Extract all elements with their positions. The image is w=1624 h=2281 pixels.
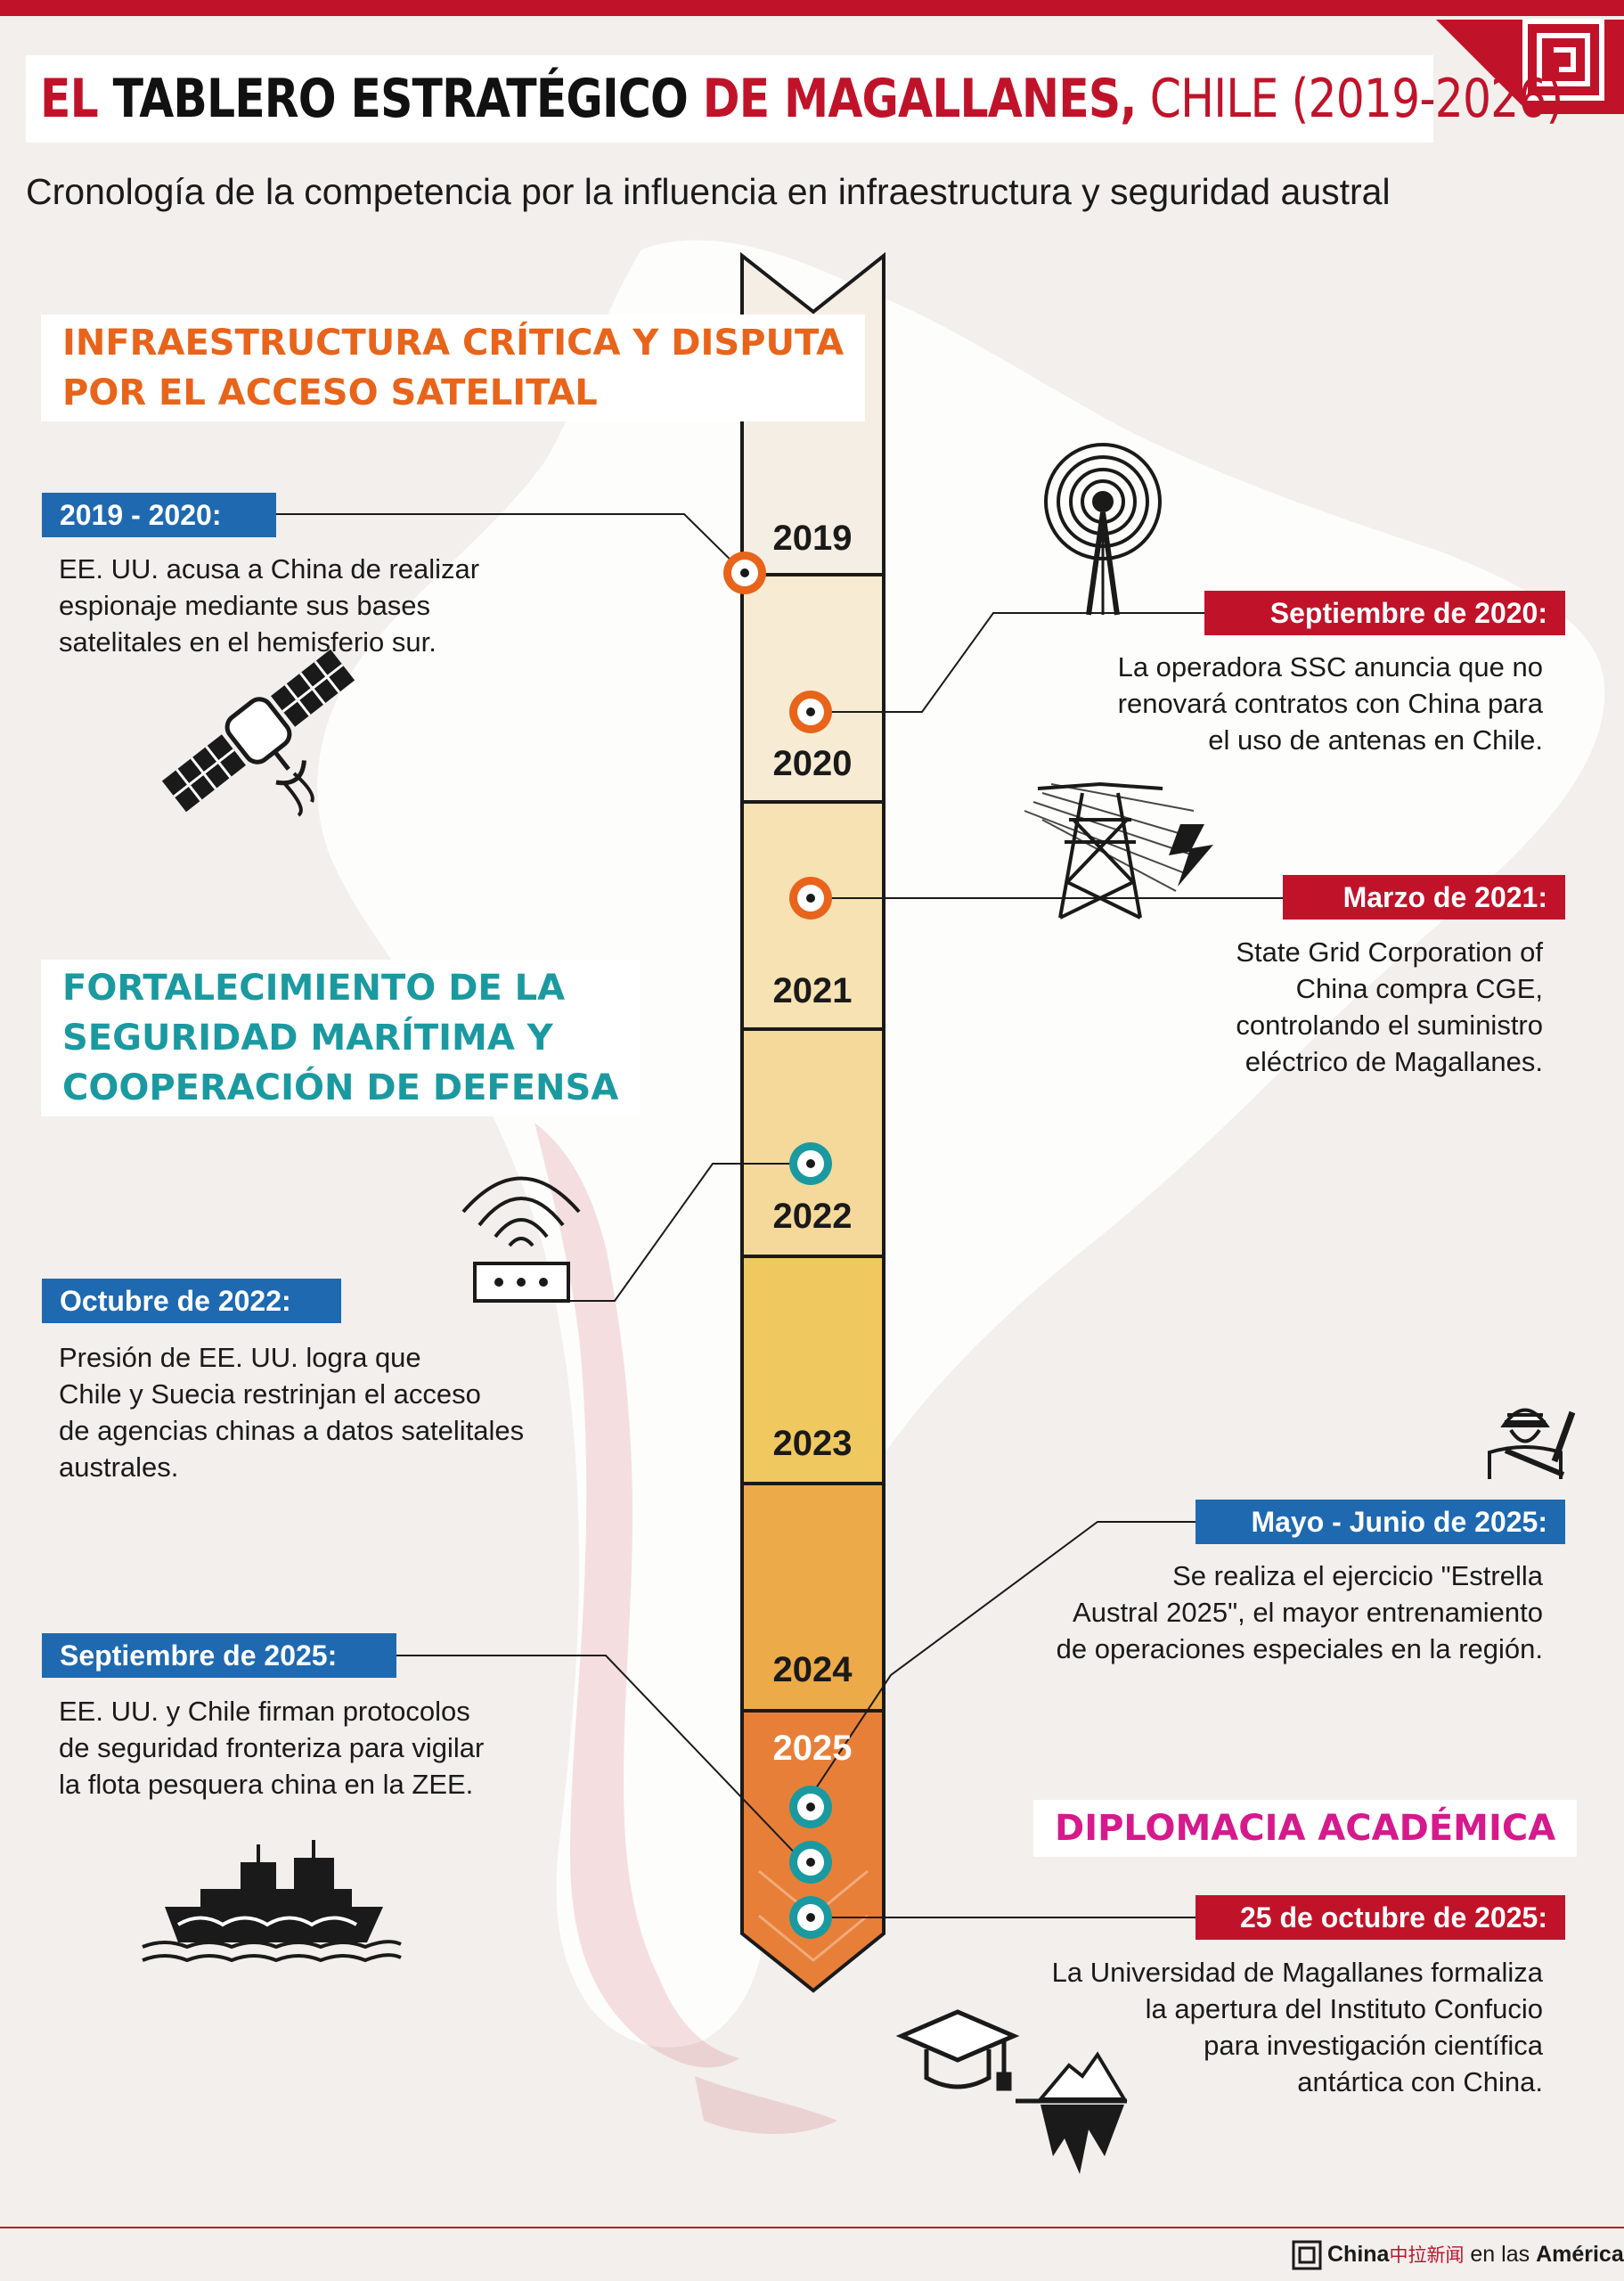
event-text-line: la apertura del Instituto Confucio	[1145, 1993, 1543, 2024]
event-text-line: La Universidad de Magallanes formaliza	[1051, 1957, 1543, 1988]
event-text-line: de seguridad fronteriza para vigilar	[59, 1732, 485, 1763]
graduation-cap-icon	[895, 2009, 1020, 2091]
event-text-oct-2025: La Universidad de Magallanes formaliza l…	[962, 1954, 1543, 2100]
router-icon	[461, 1176, 581, 1303]
section-diplomacia: DIPLOMACIA ACADÉMICA	[1033, 1800, 1578, 1857]
event-text-line: para investigación científica	[1204, 2030, 1543, 2061]
footer-logo-icon	[1292, 2240, 1322, 2270]
event-text-line: EE. UU. y Chile firman protocolos	[59, 1696, 470, 1727]
ship-icon	[142, 1840, 402, 1963]
page-subtitle: Cronología de la competencia por la infl…	[26, 171, 1391, 212]
section-seguridad: FORTALECIMIENTO DE LA SEGURIDAD MARÍTIMA…	[41, 960, 641, 1116]
antenna-icon	[1044, 443, 1162, 616]
section-seguridad-line-1: FORTALECIMIENTO DE LA	[62, 968, 566, 1009]
year-label: 2022	[772, 1197, 853, 1236]
lightning-icon	[1169, 824, 1213, 887]
event-text-line: State Grid Corporation of	[1236, 936, 1543, 968]
iceberg-icon	[1016, 2051, 1128, 2174]
event-text-line: el uso de antenas en Chile.	[1208, 724, 1543, 756]
event-text-line: de operaciones especiales en la región.	[1056, 1633, 1543, 1664]
chile-map	[535, 1123, 739, 2068]
marker-2025-a	[789, 1786, 832, 1828]
top-bar	[0, 0, 1624, 16]
footer-brand-name: China	[1327, 2242, 1390, 2267]
footer-brand-rest: en las	[1464, 2242, 1537, 2267]
south-america-map	[317, 240, 1605, 2048]
event-text-line: Se realiza el ejercicio "Estrella	[1172, 1560, 1543, 1591]
event-text-line: Presión de EE. UU. logra que	[59, 1342, 421, 1373]
footer-brand: China中拉新闻 en las Américas	[1327, 2241, 1624, 2268]
event-label-mar-2021: Marzo de 2021:	[1283, 875, 1565, 920]
event-text-line: Austral 2025", el mayor entrenamiento	[1073, 1597, 1543, 1628]
event-text-line: australes.	[59, 1451, 179, 1483]
event-text-mar-2021: State Grid Corporation of China compra C…	[1051, 934, 1543, 1080]
section-infraestructura-line-1: INFRAESTRUCTURA CRÍTICA Y DISPUTA	[62, 323, 845, 364]
event-text-2019-2020: EE. UU. acusa a China de realizar espion…	[59, 551, 479, 660]
event-text-oct-2022: Presión de EE. UU. logra que Chile y Sue…	[59, 1339, 524, 1485]
marker-2020	[789, 691, 832, 733]
title-part-4: CHILE (2019-2026)	[1136, 68, 1564, 130]
event-text-line: EE. UU. acusa a China de realizar	[59, 553, 480, 585]
connector-lines	[276, 513, 1283, 1918]
event-text-sep-2020: La operadora SSC anuncia que no renovará…	[962, 649, 1543, 758]
section-seguridad-line-2: SEGURIDAD MARÍTIMA Y	[62, 1018, 553, 1059]
title-part-3: DE MAGALLANES,	[702, 68, 1138, 130]
marker-2019	[723, 552, 766, 594]
section-infraestructura: INFRAESTRUCTURA CRÍTICA Y DISPUTA POR EL…	[41, 315, 866, 421]
event-label-sep-2025: Septiembre de 2025:	[42, 1633, 396, 1678]
marker-2022	[789, 1142, 832, 1185]
event-text-line: China compra CGE,	[1295, 973, 1543, 1004]
event-label-oct-2022: Octubre de 2022:	[42, 1279, 341, 1323]
event-text-line: eléctrico de Magallanes.	[1245, 1046, 1543, 1077]
title-part-2: TABLERO ESTRATÉGICO	[112, 68, 703, 130]
section-infraestructura-line-2: POR EL ACCESO SATELITAL	[62, 372, 598, 413]
satellite-icon	[161, 649, 355, 813]
event-label-may-jun-2025: Mayo - Junio de 2025:	[1196, 1500, 1565, 1544]
event-text-line: satelitales en el hemisferio sur.	[59, 626, 437, 658]
event-text-sep-2025: EE. UU. y Chile firman protocolos de seg…	[59, 1693, 484, 1803]
tierra-del-fuego-map	[695, 2076, 837, 2134]
soldier-icon	[1488, 1408, 1576, 1479]
event-text-may-jun-2025: Se realiza el ejercicio "Estrella Austra…	[962, 1557, 1543, 1667]
marker-2025-b	[789, 1841, 832, 1884]
year-label: 2024	[772, 1650, 853, 1689]
event-text-line: espionaje mediante sus bases	[59, 590, 431, 621]
event-text-line: antártica con China.	[1297, 2066, 1543, 2097]
event-text-line: renovará contratos con China para	[1117, 688, 1543, 719]
logo-icon	[1522, 19, 1604, 101]
event-text-line: La operadora SSC anuncia que no	[1117, 651, 1543, 683]
event-text-line: controlando el suministro	[1236, 1010, 1543, 1041]
event-text-line: Chile y Suecia restrinjan el acceso	[59, 1378, 481, 1410]
year-label: 2021	[772, 971, 853, 1010]
satellite-signal-icon	[283, 772, 314, 817]
footer-brand-cjk: 中拉新闻	[1389, 2244, 1465, 2266]
title-part-1: EL	[40, 68, 113, 130]
title-box	[26, 55, 1433, 143]
event-text-line: la flota pesquera china en la ZEE.	[59, 1769, 474, 1800]
marker-2021	[789, 877, 832, 920]
logo-corner	[1436, 20, 1624, 114]
power-tower-icon	[1024, 781, 1195, 920]
event-label-2019-2020: 2019 - 2020:	[42, 493, 276, 537]
year-label: 2023	[772, 1424, 853, 1463]
section-seguridad-line-3: COOPERACIÓN DE DEFENSA	[62, 1067, 619, 1108]
marker-2025-c	[789, 1896, 832, 1939]
event-label-oct-2025: 25 de octubre de 2025:	[1196, 1895, 1565, 1940]
event-label-sep-2020: Septiembre de 2020:	[1204, 591, 1565, 635]
year-label: 2019	[772, 519, 853, 558]
page-title: EL TABLERO ESTRATÉGICO DE MAGALLANES, CH…	[40, 55, 1563, 143]
year-label: 2025	[772, 1729, 853, 1768]
year-label: 2020	[772, 744, 853, 783]
footer-brand-americas: Américas	[1536, 2242, 1624, 2267]
event-text-line: de agencias chinas a datos satelitales	[59, 1415, 525, 1446]
